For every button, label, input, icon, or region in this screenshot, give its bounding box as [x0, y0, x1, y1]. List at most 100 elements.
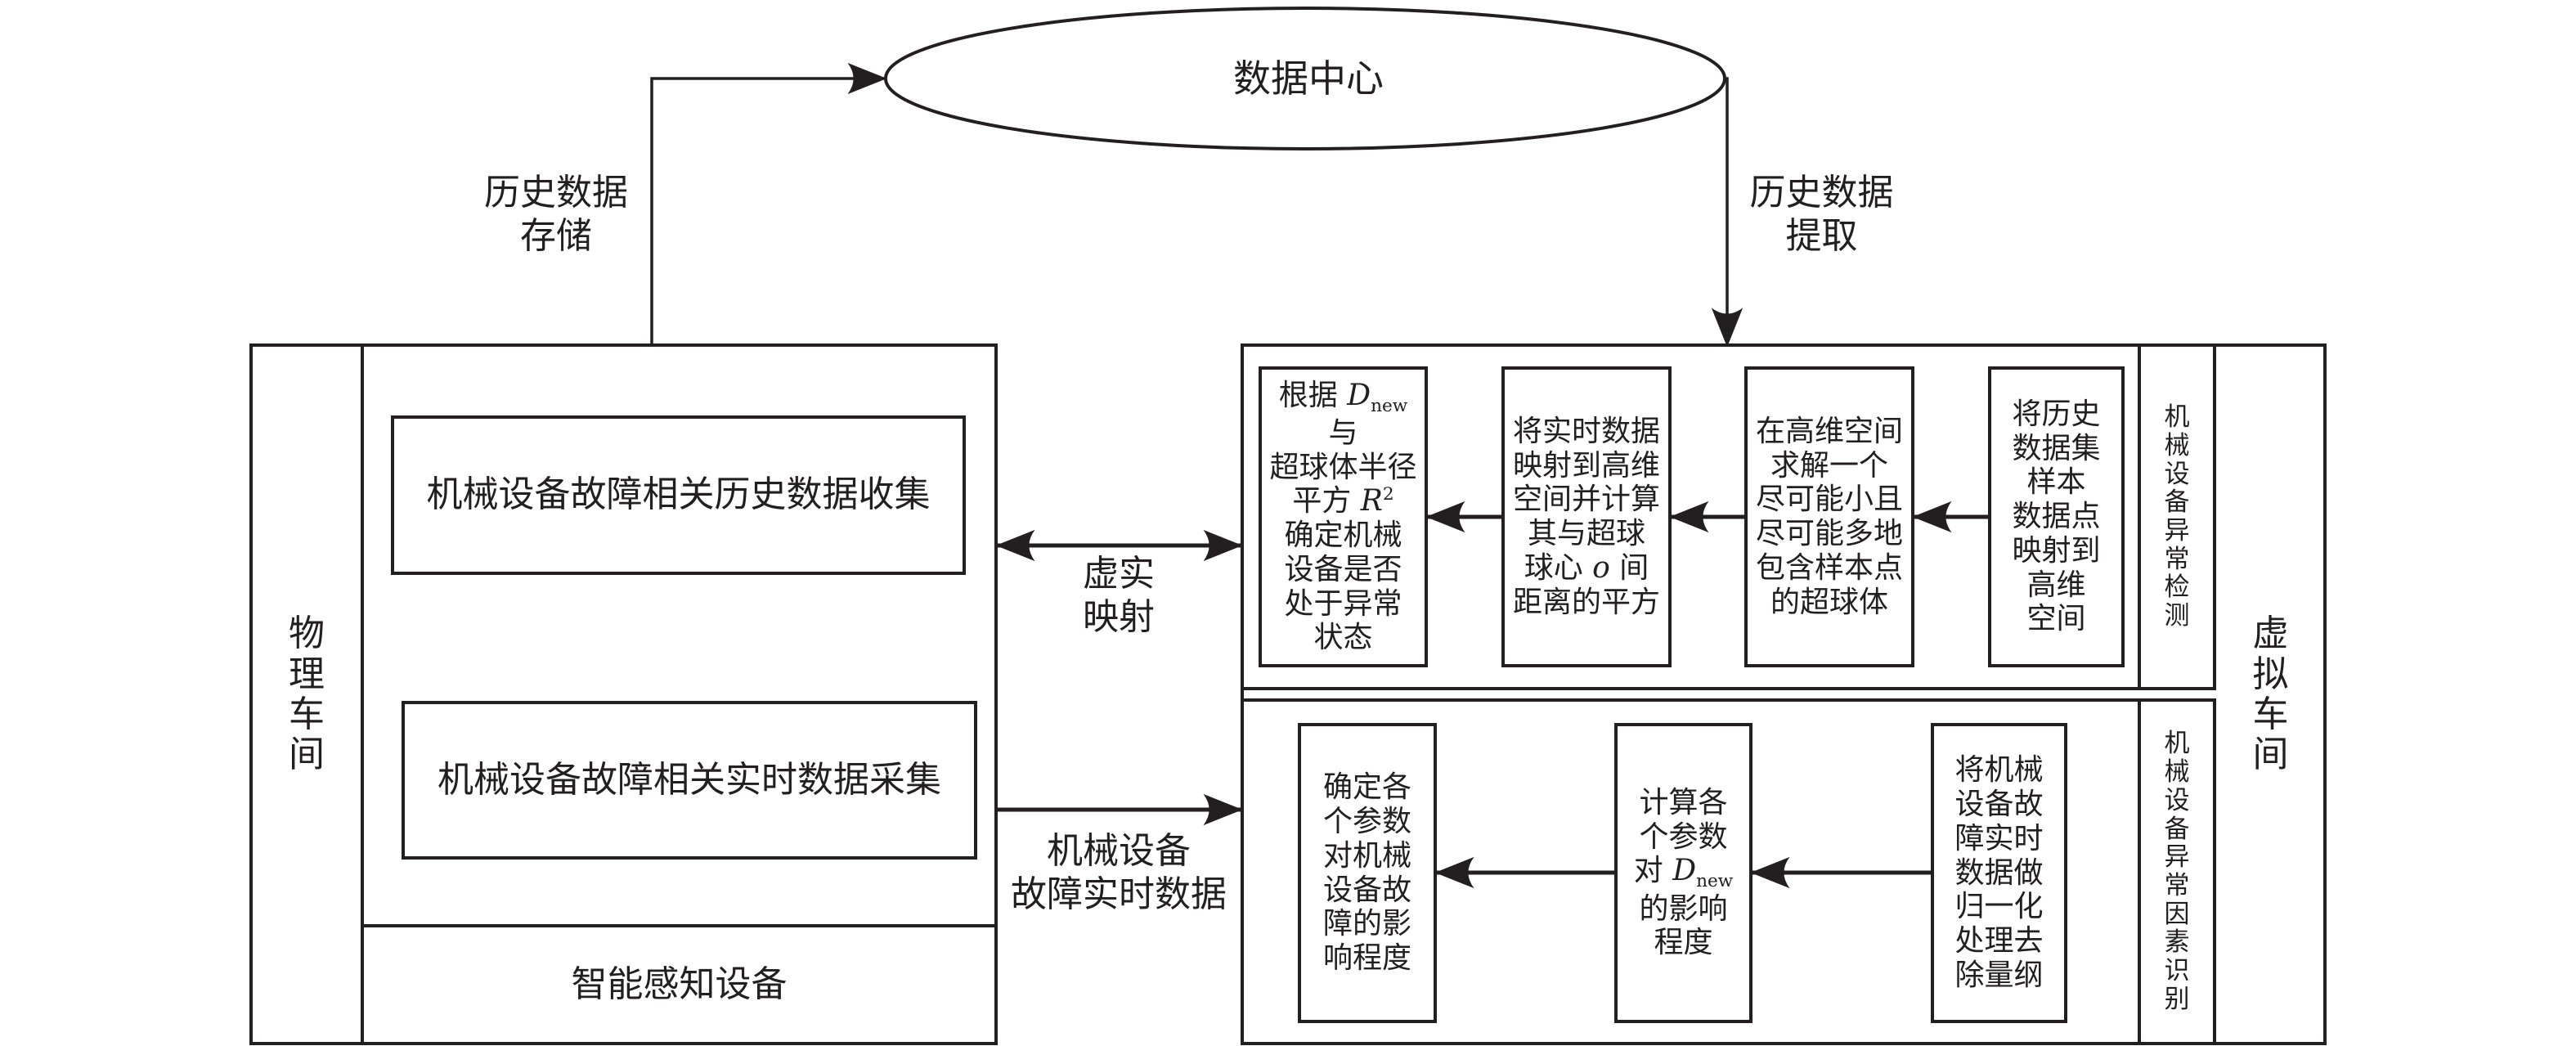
step-line: 设备是否	[1284, 552, 1402, 586]
step-line: 将机械	[1954, 753, 2044, 788]
title-char: 物	[289, 613, 325, 655]
realtime-collection-box: 机械设备故障相关实时数据采集	[402, 701, 977, 860]
step-line: 空间	[2026, 602, 2086, 636]
title-char: 理	[289, 653, 325, 695]
title-char: 车	[289, 694, 325, 735]
step-line: 程度	[1654, 926, 1713, 960]
realtime-data-label: 机械设备 故障实时数据	[1011, 830, 1227, 915]
step-line: 除量纲	[1954, 958, 2044, 992]
label-char: 机	[2164, 729, 2190, 759]
step-normalize: 将机械设备故障实时数据做归一化处理去除量纲	[1931, 723, 2067, 1023]
anomaly-detection-label: 机 械 设 备 异 常 检 测	[2138, 343, 2216, 690]
label-char: 机	[2164, 402, 2190, 433]
factor-identification-label: 机 械 设 备 异 常 因 素 识 别	[2138, 698, 2216, 1045]
title-char: 拟	[2252, 653, 2289, 695]
step-line: 超球体半径	[1269, 450, 1417, 484]
label-char: 素	[2164, 927, 2190, 958]
step-line: 个参数	[1639, 819, 1728, 854]
step-line: 确定机械	[1284, 519, 1402, 553]
step-line: 数据做	[1954, 855, 2044, 890]
step-map-realtime: 将实时数据映射到高维空间并计算其与超球球心 o 间距离的平方	[1501, 366, 1672, 667]
title-char: 车	[2252, 694, 2289, 735]
step-line: 响程度	[1322, 941, 1411, 975]
label-char: 测	[2164, 601, 2190, 631]
step-line: 样本	[2026, 465, 2086, 500]
title-char: 间	[289, 734, 325, 776]
step-line: 设备故	[1322, 873, 1411, 907]
history-storage-arrow	[650, 62, 887, 345]
step-text: 确定各个参数对机械设备故障的影响程度	[1323, 770, 1411, 976]
step-line: 对 Dnew	[1633, 854, 1734, 892]
step-line: 尽可能多地	[1755, 517, 1903, 550]
label-char: 检	[2164, 572, 2190, 603]
step-text: 在高维空间求解一个尽可能小且尽可能多地包含样本点的超球体	[1756, 415, 1903, 620]
label-char: 械	[2164, 430, 2190, 460]
step-text: 将实时数据映射到高维空间并计算其与超球球心 o 间距离的平方	[1513, 415, 1660, 620]
step-line: 的影响	[1639, 891, 1728, 926]
label-char: 因	[2164, 899, 2190, 929]
label-char: 械	[2164, 757, 2190, 788]
step-line: 在高维空间	[1755, 414, 1903, 448]
step-line: 尽可能小且	[1755, 483, 1903, 517]
step-line: 数据点	[2012, 500, 2101, 534]
step-line: 球心 o 间	[1524, 550, 1649, 585]
step-line: 将历史	[2012, 397, 2101, 431]
label-char: 常	[2164, 871, 2190, 900]
history-storage-label: 历史数据 存储	[484, 172, 628, 257]
step-line: 的超球体	[1770, 585, 1888, 619]
smart-sensing-box: 智能感知设备	[361, 924, 998, 1045]
step-line: 求解一个	[1770, 448, 1888, 483]
label-char: 备	[2164, 814, 2190, 844]
label-char: 设	[2164, 785, 2190, 815]
label-char: 别	[2164, 984, 2190, 1014]
history-collection-box: 机械设备故障相关历史数据收集	[391, 415, 966, 575]
step-line: 空间并计算	[1512, 483, 1660, 517]
step-line: 处理去	[1954, 924, 2044, 958]
step-line: 确定各	[1322, 770, 1411, 805]
step-line: 对机械	[1322, 838, 1411, 873]
physical-workshop-title-column	[249, 343, 364, 1045]
step-text: 将机械设备故障实时数据做归一化处理去除量纲	[1954, 753, 2043, 992]
step-line: 计算各	[1639, 785, 1728, 819]
virtual-workshop-title: 虚 拟 车 间	[2215, 343, 2327, 1045]
virtual-real-mapping-label: 虚实 映射	[1083, 553, 1155, 638]
step-line: 高维	[2026, 568, 2086, 602]
history-extract-arrow	[1711, 77, 1744, 348]
step-map-history: 将历史数据集样本数据点映射到高维空间	[1988, 366, 2125, 667]
step-line: 根据 Dnew与	[1278, 378, 1408, 450]
label-char: 识	[2164, 956, 2190, 986]
label-char: 设	[2164, 459, 2190, 489]
step-line: 将实时数据	[1512, 414, 1660, 448]
label-char: 异	[2164, 842, 2190, 873]
label-char: 异	[2164, 516, 2190, 545]
anomaly-detection-label-column	[2138, 343, 2216, 690]
step-line: 归一化	[1954, 890, 2044, 924]
step-line: 状态	[1313, 621, 1373, 655]
title-char: 虚	[2252, 613, 2289, 655]
step-line: 映射到	[2012, 533, 2101, 568]
label-char: 常	[2164, 544, 2190, 574]
step-line: 障的影	[1322, 907, 1411, 941]
step-text: 将历史数据集样本数据点映射到高维空间	[2012, 397, 2100, 636]
step-determine-influence: 确定各个参数对机械设备故障的影响程度	[1298, 723, 1437, 1023]
step-line: 距离的平方	[1512, 585, 1660, 619]
step-solve-hypersphere: 在高维空间求解一个尽可能小且尽可能多地包含样本点的超球体	[1744, 366, 1914, 667]
step-line: 处于异常	[1284, 586, 1402, 621]
physical-workshop-title: 物 理 车 间	[249, 343, 364, 1045]
factor-identification-label-column	[2138, 698, 2216, 1045]
step-line: 包含样本点	[1755, 550, 1903, 585]
step-line: 数据集	[2012, 431, 2101, 465]
step-line: 设备故	[1954, 788, 2044, 822]
label-char: 备	[2164, 487, 2190, 518]
title-char: 间	[2252, 734, 2289, 776]
data-center-label: 数据中心	[1233, 56, 1384, 101]
step-line: 障实时	[1954, 821, 2044, 855]
step-line: 平方 R2	[1292, 484, 1394, 519]
step-line: 映射到高维	[1512, 448, 1660, 483]
step-line: 其与超球	[1527, 517, 1645, 550]
